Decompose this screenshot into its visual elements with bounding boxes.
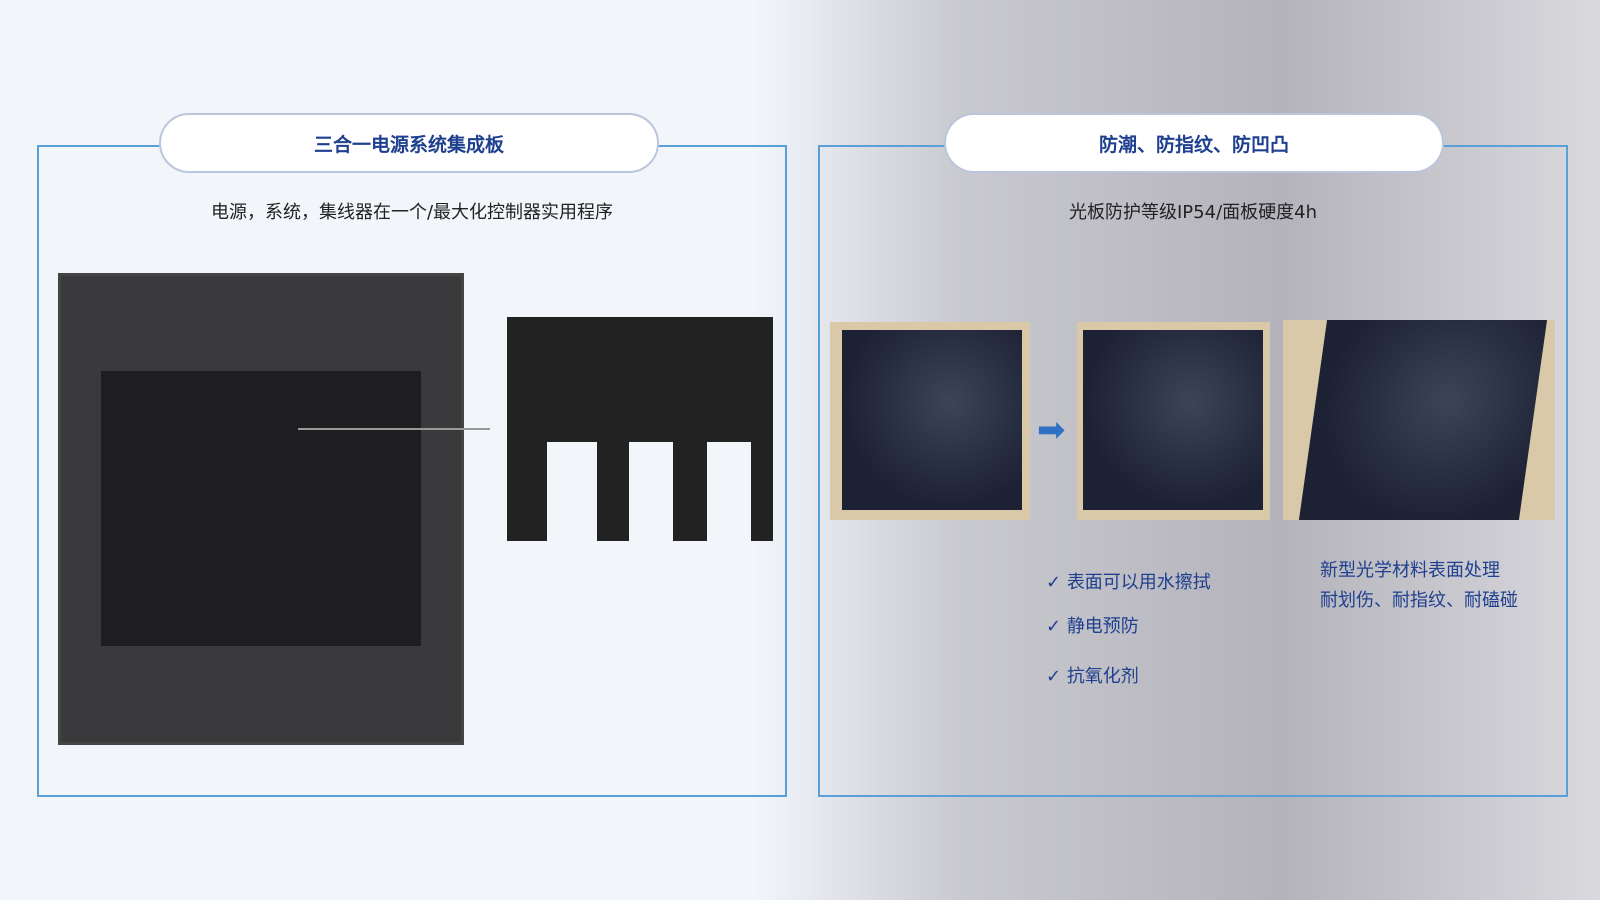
- left-title: 三合一电源系统集成板: [159, 113, 659, 173]
- scratch-test-photo: [1283, 320, 1555, 520]
- clean-panel-photo: [1077, 322, 1270, 520]
- arrow-icon: [298, 428, 490, 430]
- cabinet-back-image: [58, 273, 464, 745]
- check-item: ✓ 表面可以用水擦拭: [1046, 572, 1211, 593]
- right-title: 防潮、防指纹、防凹凸: [944, 113, 1444, 173]
- check-item: ✓ 静电预防: [1046, 616, 1139, 637]
- left-subtitle: 电源，系统，集线器在一个/最大化控制器实用程序: [210, 202, 614, 223]
- right-subtitle: 光板防护等级IP54/面板硬度4h: [1069, 202, 1317, 223]
- surface-note: 新型光学材料表面处理耐划伤、耐指纹、耐磕碰: [1320, 560, 1518, 611]
- arrow-right-icon: ➡: [1037, 410, 1066, 450]
- check-item: ✓ 抗氧化剂: [1046, 666, 1139, 687]
- wet-panel-photo: [830, 322, 1030, 520]
- integrated-board-image: [507, 317, 773, 542]
